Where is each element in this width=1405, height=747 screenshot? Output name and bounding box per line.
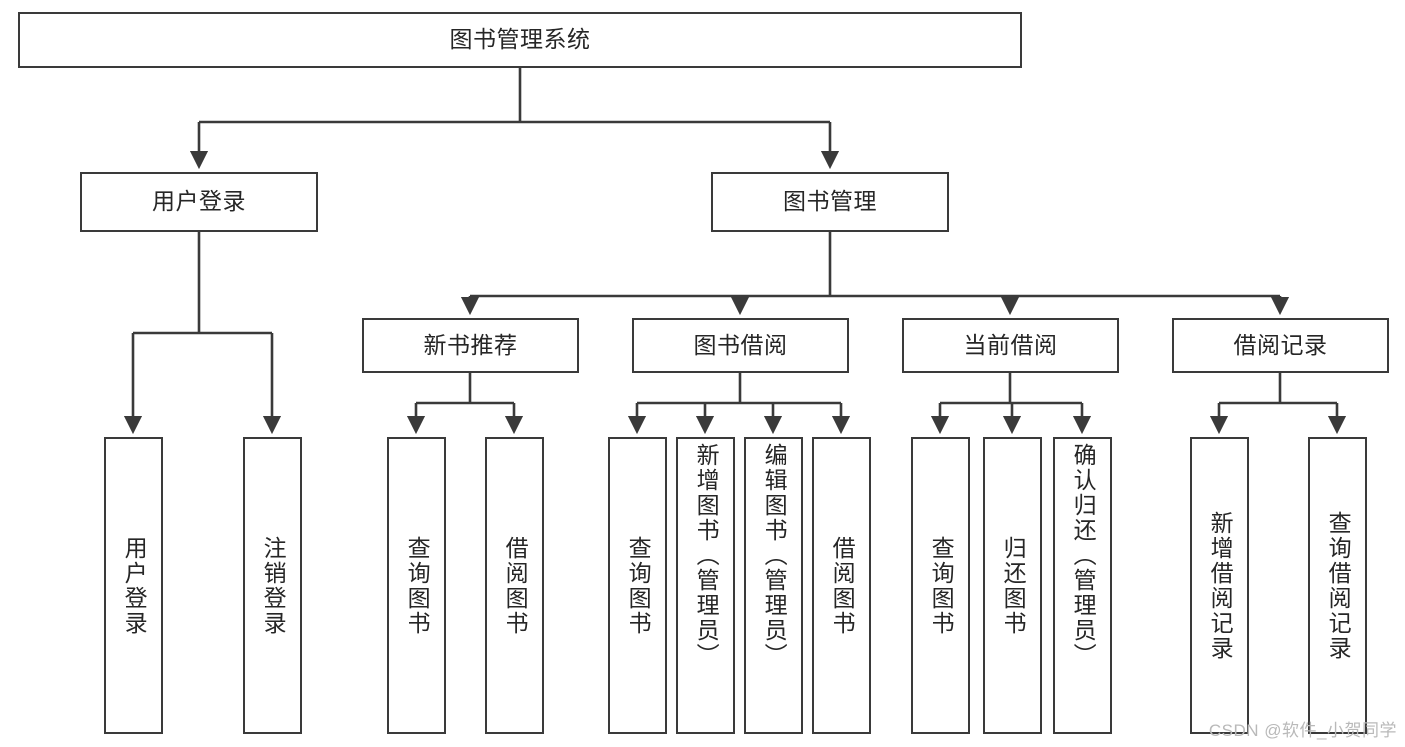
node-label: 借阅记录 [1233,331,1328,358]
node-label: 用户登录 [121,535,148,636]
node-label: 注销登录 [260,535,287,636]
leaf-user-login[interactable]: 用户登录 [104,437,163,734]
node-borrow-record[interactable]: 借阅记录 [1172,318,1389,373]
node-label: 当前借阅 [963,331,1058,358]
node-label: 编辑图书（管理员） [761,443,788,668]
node-new-book-recommend[interactable]: 新书推荐 [362,318,579,373]
node-root-system[interactable]: 图书管理系统 [18,12,1022,68]
node-user-login[interactable]: 用户登录 [80,172,318,232]
leaf-lend-book[interactable]: 借阅图书 [812,437,871,734]
leaf-return-book[interactable]: 归还图书 [983,437,1042,734]
leaf-confirm-return-admin[interactable]: 确认归还（管理员） [1053,437,1112,734]
leaf-borrow-book-newbook[interactable]: 借阅图书 [485,437,544,734]
csdn-watermark: CSDN @软件_小贺同学 [1208,721,1397,740]
node-label: 借阅图书 [829,535,856,636]
leaf-query-book-newbook[interactable]: 查询图书 [387,437,446,734]
node-label: 查询图书 [625,535,652,636]
node-label: 新增图书（管理员） [693,443,720,668]
leaf-query-book-current[interactable]: 查询图书 [911,437,970,734]
leaf-add-borrow-record[interactable]: 新增借阅记录 [1190,437,1249,734]
leaf-query-borrow-record[interactable]: 查询借阅记录 [1308,437,1367,734]
node-label: 图书管理 [783,188,877,215]
node-label: 借阅图书 [502,535,529,636]
node-book-borrow[interactable]: 图书借阅 [632,318,849,373]
node-book-management[interactable]: 图书管理 [711,172,949,232]
leaf-query-book-borrow[interactable]: 查询图书 [608,437,667,734]
node-label: 查询图书 [404,535,431,636]
node-current-borrow[interactable]: 当前借阅 [902,318,1119,373]
node-label: 图书管理系统 [449,26,591,53]
node-label: 归还图书 [1000,535,1027,636]
leaf-add-book-admin[interactable]: 新增图书（管理员） [676,437,735,734]
leaf-user-logout[interactable]: 注销登录 [243,437,302,734]
node-label: 确认归还（管理员） [1070,443,1097,668]
node-label: 查询图书 [928,535,955,636]
node-label: 用户登录 [152,188,246,215]
node-label: 新书推荐 [423,331,518,358]
node-label: 查询借阅记录 [1325,510,1352,661]
node-label: 图书借阅 [693,331,788,358]
leaf-edit-book-admin[interactable]: 编辑图书（管理员） [744,437,803,734]
node-label: 新增借阅记录 [1207,510,1234,661]
